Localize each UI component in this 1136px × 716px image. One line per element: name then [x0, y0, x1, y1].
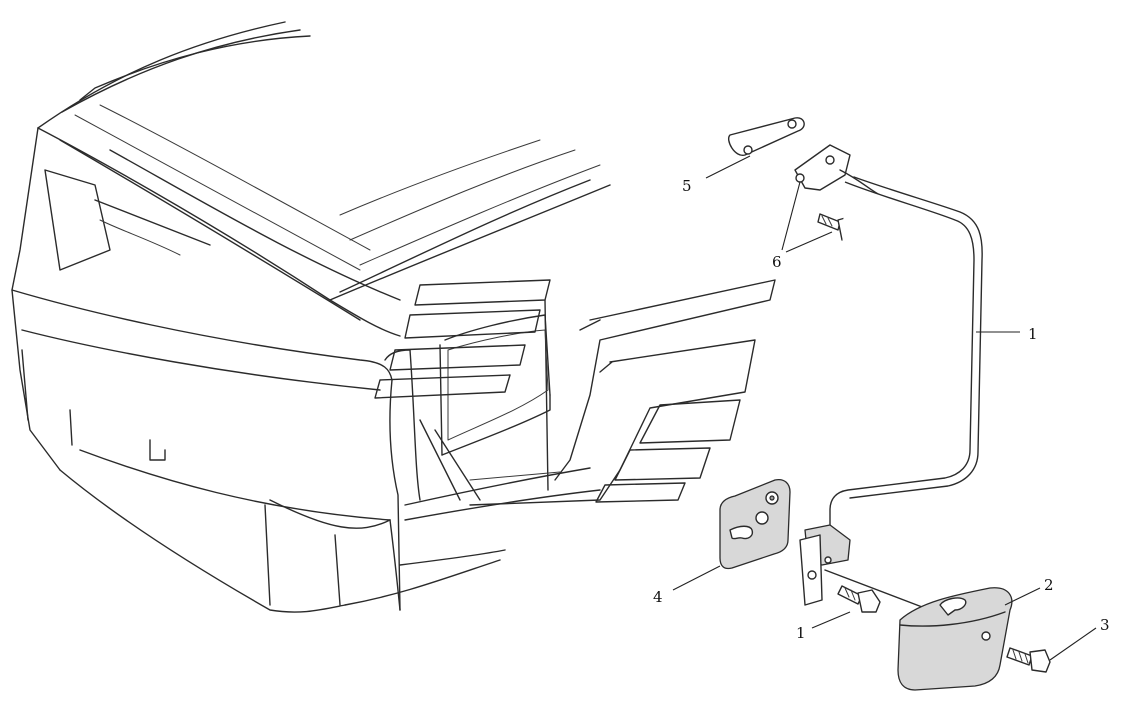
callout-labels: 5 6 1 4 1 2 3 [653, 177, 1110, 642]
hinge-bracket-part-6 [794, 144, 881, 196]
support-rod-part-1 [829, 176, 983, 530]
link-bar-part-5 [728, 117, 805, 156]
callout-5: 5 [682, 177, 692, 195]
callout-4: 4 [653, 588, 663, 606]
truck-cab [11, 21, 776, 613]
door-stripe-decal [374, 279, 776, 506]
bolt-part-3 [1006, 647, 1051, 673]
mount-bracket [799, 524, 931, 611]
callout-6: 6 [772, 253, 782, 271]
callout-3: 3 [1100, 616, 1110, 634]
leader-lines [672, 155, 1097, 661]
callout-2: 2 [1044, 576, 1054, 594]
callout-1-bolt: 1 [796, 624, 806, 642]
callout-1-rod: 1 [1028, 325, 1038, 343]
bolt-part-1 [837, 585, 881, 613]
stop-block-part-2 [897, 587, 1013, 691]
latch-plate-part-4 [719, 478, 791, 570]
